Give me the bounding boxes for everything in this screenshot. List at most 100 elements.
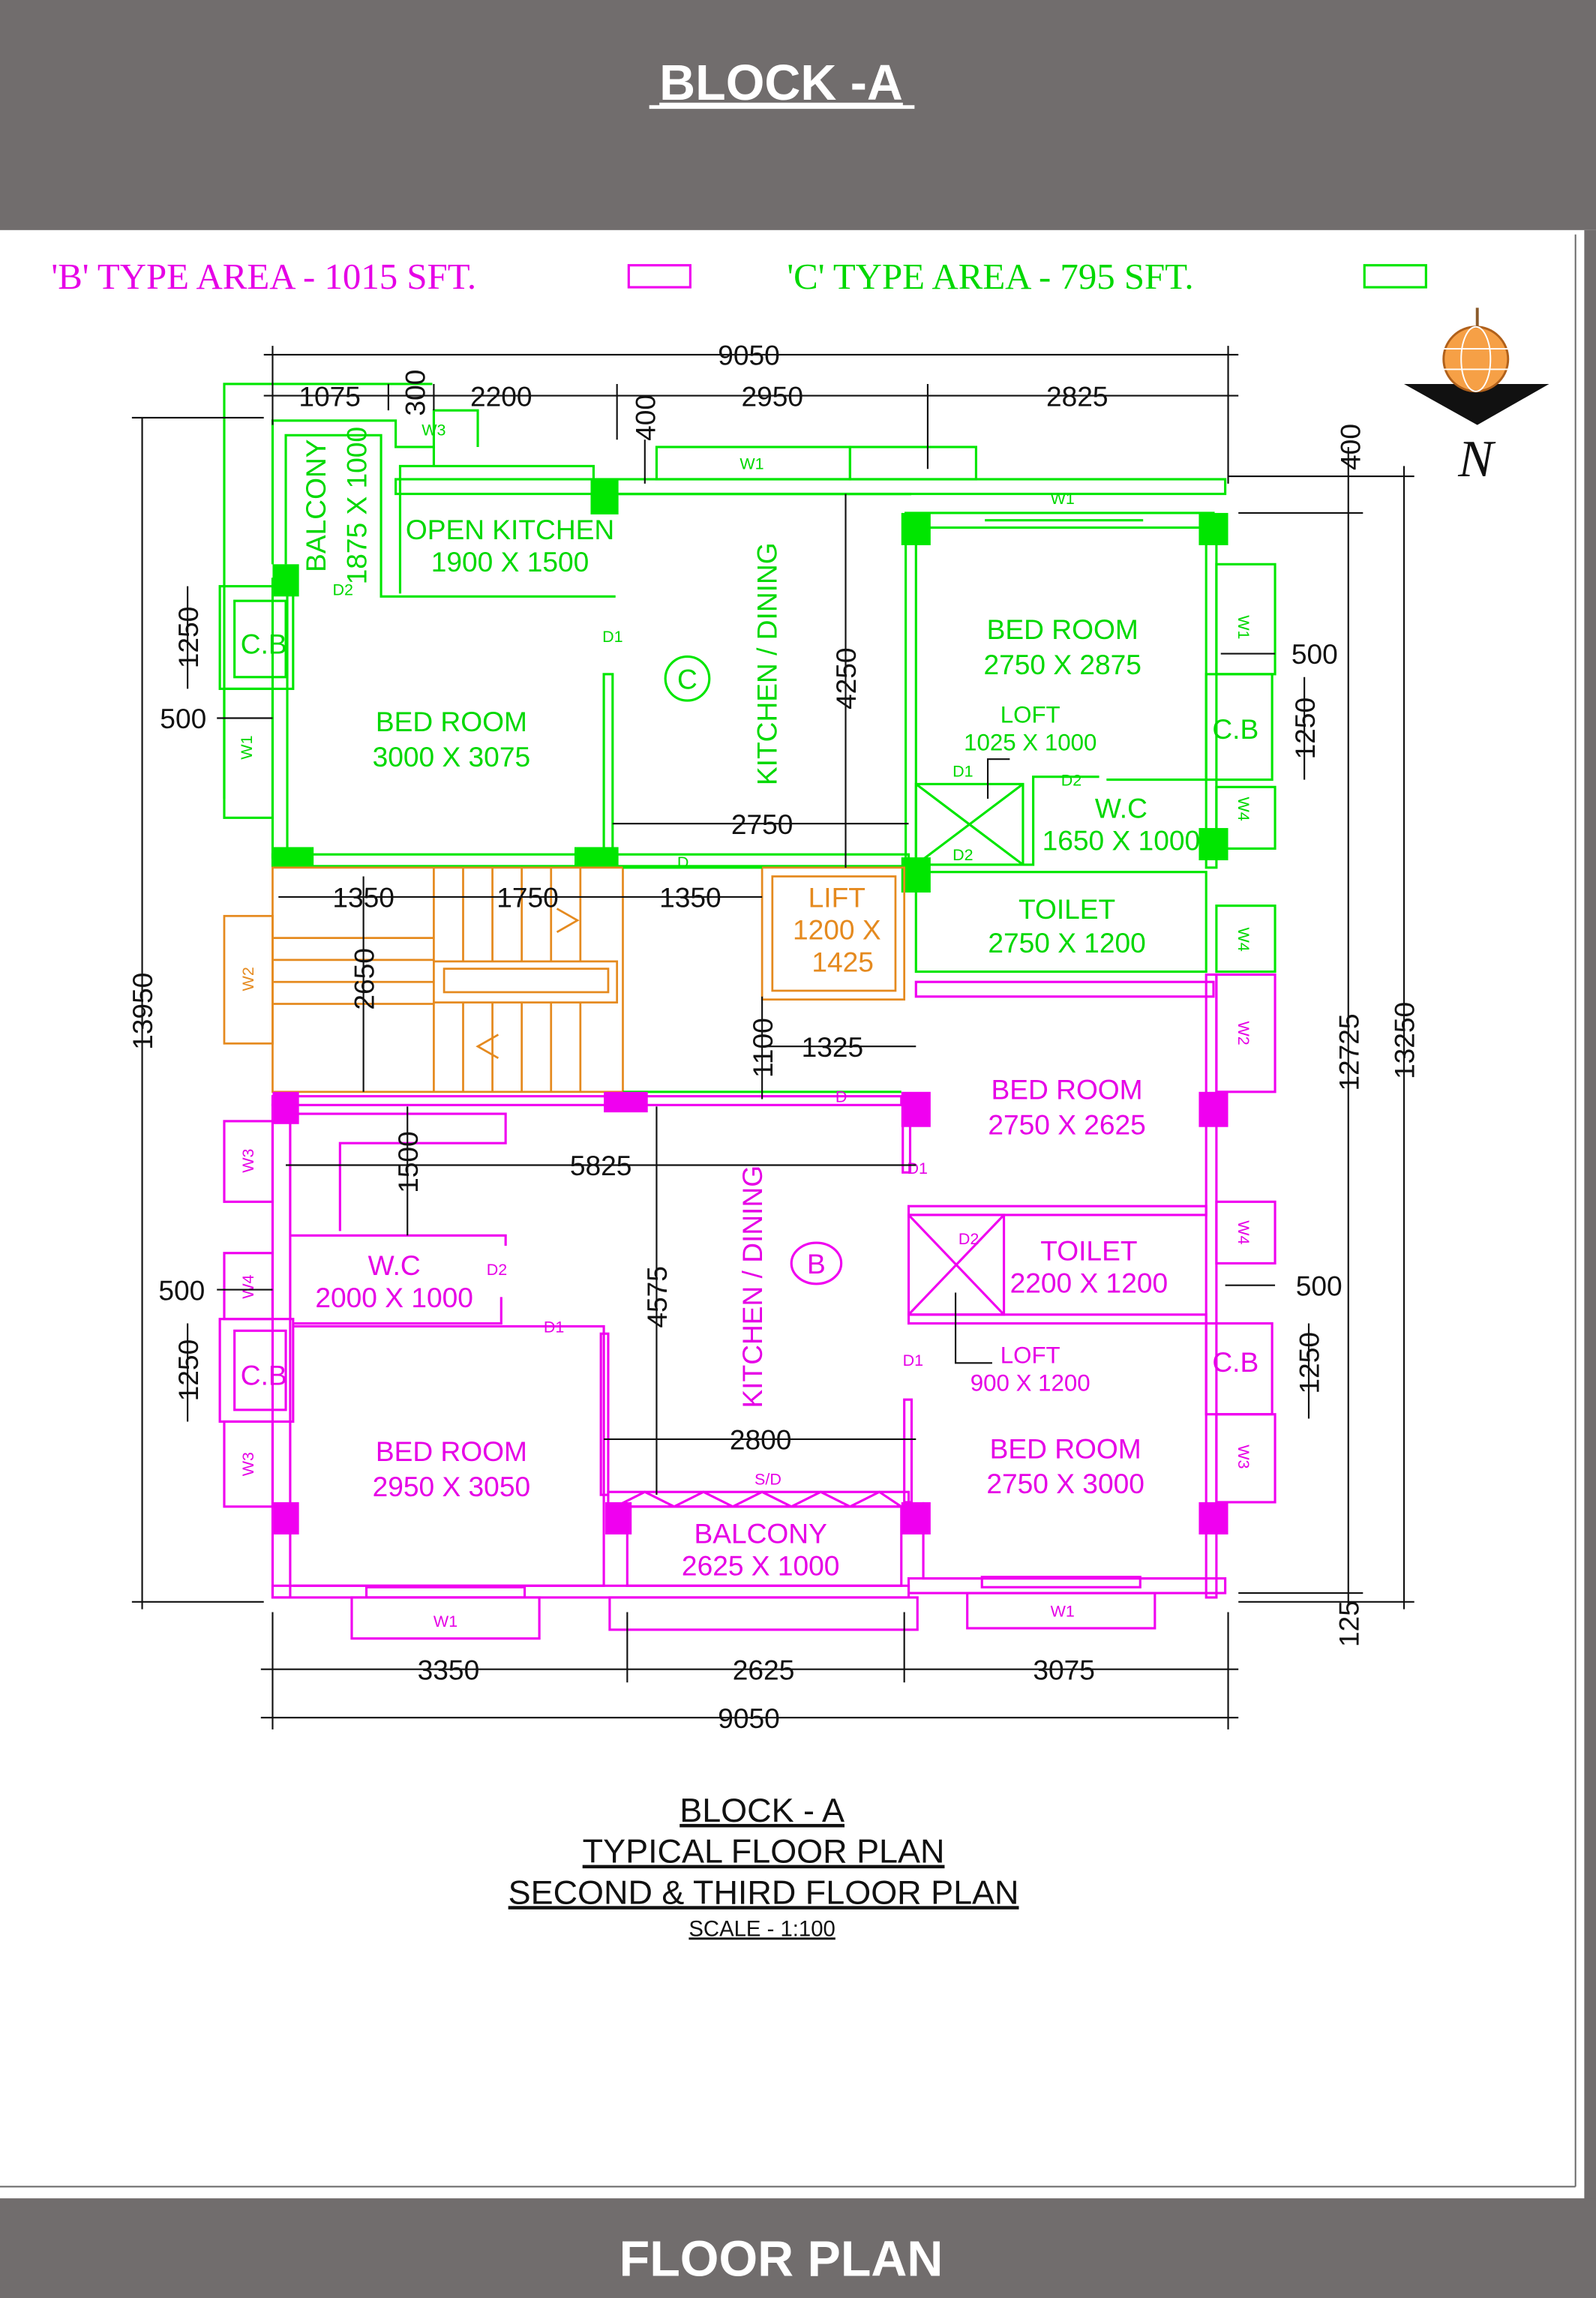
lift-size-a: 1200 X (793, 914, 881, 946)
kitchen-dining-b: KITCHEN / DINING (736, 1166, 768, 1408)
door-label: D2 (487, 1261, 507, 1279)
door-label: D2 (952, 846, 973, 864)
bedroom-b-right-name: BED ROOM (990, 1432, 1142, 1464)
cb-label: C.B (241, 628, 287, 660)
window-label: W1 (1051, 490, 1075, 508)
dim-top-1: 1075 (298, 380, 361, 412)
bedroom-b-left-name: BED ROOM (376, 1436, 527, 1467)
dim-b-500-left: 500 (158, 1274, 205, 1306)
dim-top-5: 2825 (1046, 380, 1108, 412)
dim-b-2800: 2800 (730, 1424, 792, 1456)
dim-top-2: 300 (400, 370, 431, 416)
window-label: W2 (239, 967, 257, 991)
loft-b-name: LOFT (1000, 1342, 1060, 1368)
dim-b-5825: 5825 (570, 1150, 632, 1181)
toilet-c-name: TOILET (1018, 893, 1115, 925)
dim-stair-2: 1750 (496, 882, 559, 914)
cb-label: C.B (241, 1360, 287, 1391)
toilet-b-name: TOILET (1040, 1235, 1137, 1267)
dim-top-3: 2200 (470, 380, 532, 412)
dim-right-1: 12725 (1333, 1013, 1364, 1090)
wc-c-size: 1650 X 1000 (1042, 824, 1200, 856)
door-label: D1 (602, 628, 622, 646)
dim-b-1250-left: 1250 (172, 1340, 204, 1402)
north-label: N (1457, 430, 1496, 488)
wc-b-name: W.C (368, 1250, 421, 1281)
dim-c-500-right: 500 (1292, 638, 1338, 670)
sliding-door-label: S/D (754, 1470, 782, 1488)
dim-stair-1: 1350 (332, 882, 394, 914)
dim-kitchen-width: 2750 (731, 808, 794, 840)
window-label: W1 (740, 454, 764, 472)
legend-c-type: 'C' TYPE AREA - 795 SFT. (787, 256, 1193, 297)
window-label: W1 (1051, 1602, 1075, 1620)
title-line-3: SECOND & THIRD FLOOR PLAN (508, 1873, 1019, 1911)
balcony-c-name: BALCONY (300, 439, 332, 572)
stair-lift-core: W2 LIFT 1200 X 1425 (223, 866, 906, 1094)
dim-bottom-2: 2625 (733, 1654, 795, 1685)
flat-c-walls (218, 382, 1276, 974)
wc-c-name: W.C (1095, 792, 1148, 824)
flat-c-tag-circle (664, 655, 711, 702)
dim-right-bottom: 125 (1333, 1600, 1364, 1647)
legend-b-swatch (627, 264, 692, 289)
lift-name: LIFT (808, 882, 866, 914)
flat-c-labels: BALCONY 1875 X 1000 OPEN KITCHEN 1900 X … (238, 421, 1258, 958)
balcony-b-size: 2625 X 1000 (682, 1550, 839, 1582)
flat-b-tag-circle (790, 1241, 843, 1286)
cb-label: C.B (1212, 1346, 1258, 1378)
window-label: W4 (1234, 927, 1252, 951)
dim-top-4: 2950 (742, 380, 804, 412)
window-label: W1 (1234, 615, 1252, 639)
dim-right-2: 13250 (1389, 1002, 1420, 1079)
scale-label: SCALE - 1:100 (688, 1916, 835, 1941)
bedroom-c-right-name: BED ROOM (987, 614, 1138, 645)
dim-bottom-1: 3350 (418, 1654, 480, 1685)
dim-lobby-w: 1325 (802, 1031, 864, 1063)
door-label: D2 (333, 580, 353, 598)
header-title: BLOCK -A (659, 56, 903, 111)
cb-label: C.B (1212, 713, 1258, 745)
flat-b-labels: BED ROOM 2750 X 2625 W.C 2000 X 1000 KIT… (239, 1022, 1258, 1631)
toilet-b-size: 2200 X 1200 (1010, 1267, 1168, 1298)
dim-top-total: 9050 (718, 340, 780, 371)
window-label: W4 (239, 1275, 257, 1299)
dim-lobby-h: 1100 (747, 1018, 778, 1078)
window-label: W4 (1234, 1220, 1252, 1244)
open-kitchen-size: 1900 X 1500 (431, 546, 589, 578)
open-kitchen-name: OPEN KITCHEN (406, 514, 614, 545)
door-label: D1 (544, 1318, 564, 1336)
balcony-b-name: BALCONY (694, 1518, 826, 1550)
bedroom-b-top-right-name: BED ROOM (992, 1074, 1143, 1106)
window-label: W4 (1234, 797, 1252, 821)
door-label: D1 (908, 1160, 928, 1178)
balcony-c-size: 1875 X 1000 (341, 427, 373, 584)
footer-band (0, 2198, 1596, 2298)
bedroom-c-right-size: 2750 X 2875 (983, 649, 1141, 680)
dim-bottom-total: 9050 (718, 1702, 780, 1734)
bedroom-b-top-right-size: 2750 X 2625 (988, 1108, 1145, 1140)
dim-b-1500: 1500 (392, 1131, 424, 1193)
title-line-1: BLOCK - A (680, 1791, 844, 1829)
flat-b-walls (218, 973, 1276, 1640)
door-label: D2 (1061, 771, 1082, 789)
bedroom-b-right-size: 2750 X 3000 (986, 1468, 1144, 1499)
dim-bottom-3: 3075 (1033, 1654, 1095, 1685)
dim-b-1250-right: 1250 (1294, 1332, 1325, 1394)
north-arrow-icon: N (1404, 308, 1550, 488)
door-label: D1 (952, 763, 973, 781)
right-margin-band (1584, 230, 1596, 2202)
bedroom-b-left-size: 2950 X 3050 (373, 1471, 530, 1502)
dimension-labels: 9050 1075 300 2200 2950 2825 400 400 139… (127, 340, 1420, 1734)
legend-b-type: 'B' TYPE AREA - 1015 SFT. (51, 256, 476, 297)
wc-b-size: 2000 X 1000 (315, 1282, 472, 1313)
door-label: D (836, 1088, 848, 1106)
window-label: W3 (239, 1452, 257, 1476)
door-label: D2 (958, 1230, 979, 1248)
window-label: W1 (434, 1612, 458, 1630)
flat-b-tag: B (807, 1248, 826, 1280)
dim-c-1250-right: 1250 (1289, 698, 1321, 760)
window-label: W3 (1234, 1444, 1252, 1468)
bedroom-c-left-name: BED ROOM (376, 706, 527, 737)
